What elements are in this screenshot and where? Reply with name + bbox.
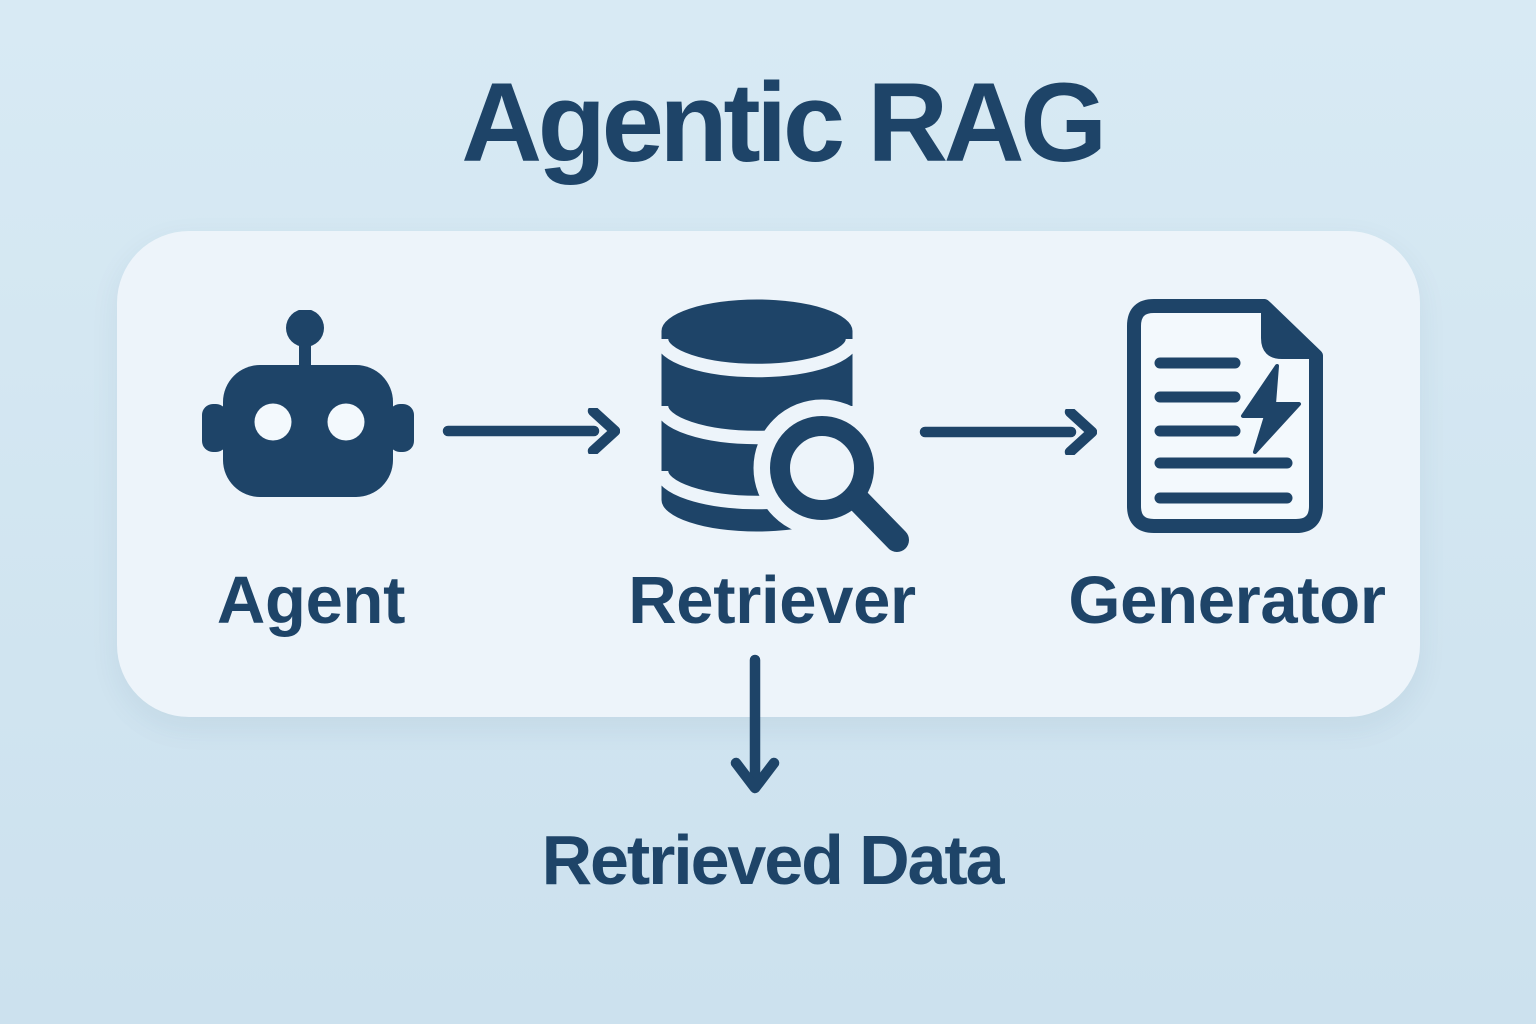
database-search-icon: [655, 299, 909, 552]
retrieved-data-label: Retrieved Data: [541, 821, 1005, 899]
document-lightning-icon: [1127, 299, 1323, 533]
agent-label: Agent: [216, 563, 406, 638]
robot-icon: [202, 310, 414, 497]
arrow-right-icon: [442, 408, 620, 454]
generator-label: Generator: [1068, 563, 1386, 638]
arrow-right-icon: [919, 409, 1097, 455]
retriever-label: Retriever: [628, 563, 916, 638]
page-title: Agentic RAG: [461, 60, 1107, 185]
arrow-down-icon: [730, 654, 780, 794]
